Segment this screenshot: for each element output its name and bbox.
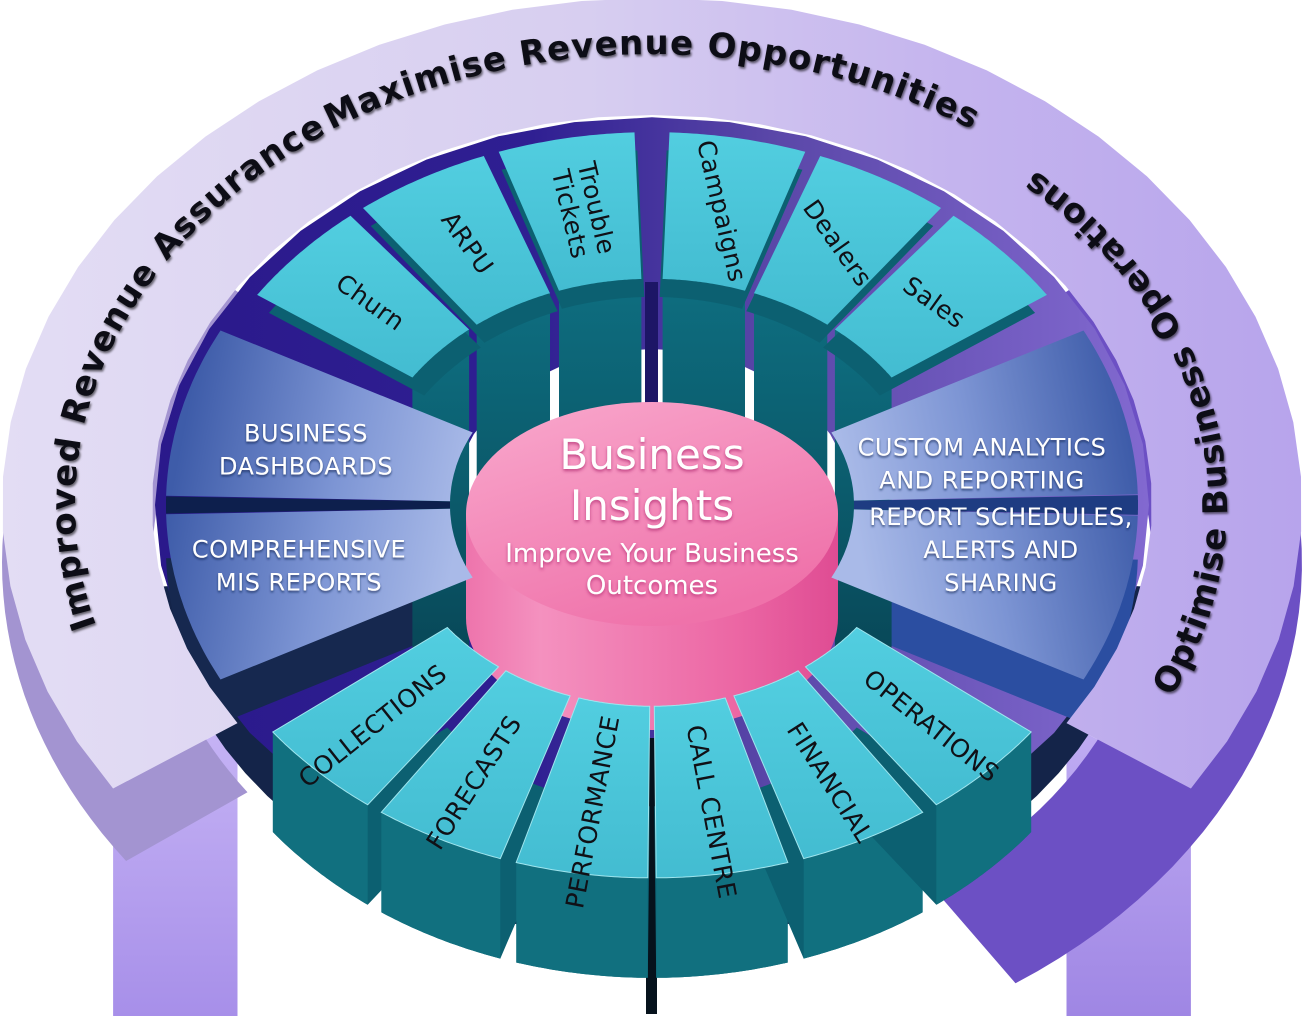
segment-campaigns-face bbox=[662, 132, 806, 291]
segment-performance-face bbox=[515, 697, 651, 879]
segment-sales-face bbox=[834, 215, 1047, 378]
segment-collections-outer-wall bbox=[272, 732, 368, 905]
segment-arpu-face bbox=[363, 156, 550, 325]
panel-separator-left bbox=[166, 496, 451, 514]
segment-collections-face bbox=[271, 626, 500, 806]
top-gap-bar bbox=[645, 282, 658, 412]
segment-operations-outer-wall bbox=[936, 732, 1032, 905]
segment-forecasts-outer-wall bbox=[381, 812, 501, 959]
bottom-gap-bar bbox=[646, 738, 657, 1014]
segment-trouble-tickets-face bbox=[498, 132, 642, 291]
segment-churn-face bbox=[257, 215, 470, 378]
outer-ring bbox=[2, 0, 1302, 789]
segment-operations-face bbox=[804, 626, 1033, 806]
segment-performance-outer-wall bbox=[516, 862, 648, 978]
segment-financial-face bbox=[733, 670, 924, 860]
panel-custom-analytics-and-reporting-face bbox=[831, 330, 1138, 501]
panel-report-schedules-alerts-and-sharing-face bbox=[831, 509, 1138, 680]
panel-comprehensive-mis-reports-face bbox=[166, 508, 473, 680]
segment-call-centre-face bbox=[653, 697, 789, 879]
center-cylinder-top bbox=[466, 402, 838, 626]
center-subtitle-line: Improve Your Business bbox=[505, 539, 799, 569]
panel-business-dashboards-face bbox=[166, 330, 473, 502]
segment-forecasts-face bbox=[380, 670, 571, 860]
center-subtitle-line: Outcomes bbox=[586, 571, 718, 601]
center-title-line: Business bbox=[559, 430, 744, 479]
segment-call-centre-outer-wall bbox=[656, 862, 788, 978]
segment-dealers-face bbox=[754, 156, 941, 325]
center-title-line: Insights bbox=[570, 481, 734, 530]
panel-separator-right bbox=[853, 495, 1138, 515]
